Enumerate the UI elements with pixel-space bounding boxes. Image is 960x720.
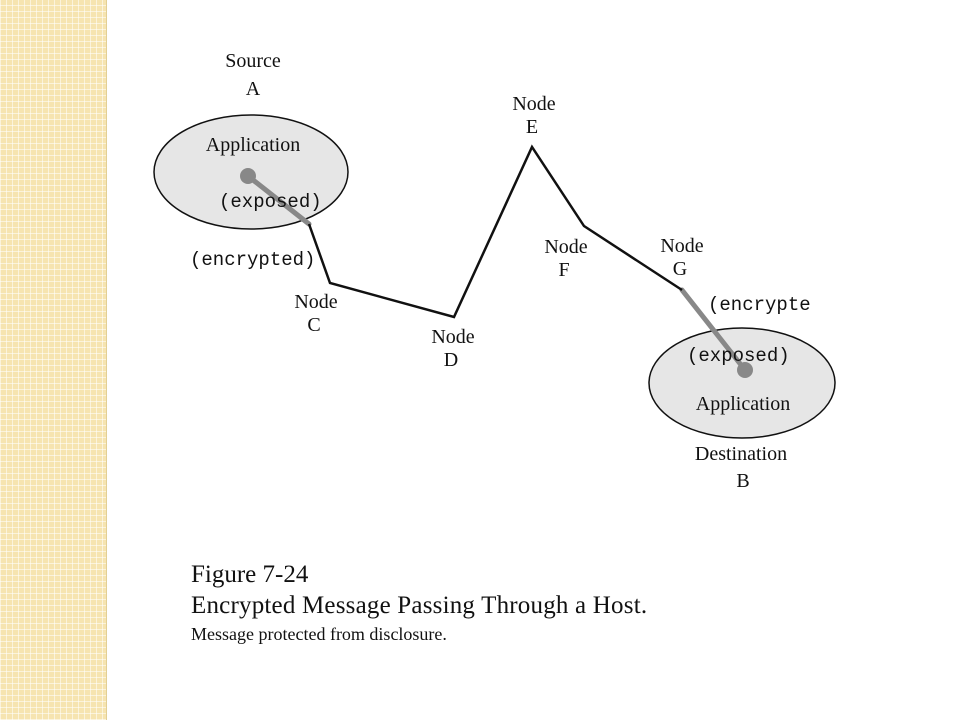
- figure-subtitle: Message protected from disclosure.: [191, 624, 447, 644]
- node-g-word: Node: [660, 235, 703, 257]
- destination-label: Destination: [695, 443, 787, 465]
- source-endpoint-dot: [240, 168, 256, 184]
- source-exposed-segment: [245, 173, 312, 227]
- node-e-letter: E: [526, 116, 538, 138]
- node-g-letter: G: [673, 258, 687, 280]
- node-d-word: Node: [431, 326, 474, 348]
- node-c-word: Node: [294, 291, 337, 313]
- encrypted-path-line: [307, 144, 683, 319]
- source-application-label: Application: [206, 134, 300, 156]
- destination-letter: B: [736, 470, 749, 492]
- destination-exposed-segment: [679, 287, 748, 373]
- source-letter: A: [246, 78, 261, 100]
- decorative-sidebar: [0, 0, 107, 720]
- node-c-letter: C: [307, 314, 320, 336]
- encrypted-label-source-side: (encrypted): [190, 249, 315, 271]
- destination-endpoint-dot: [737, 362, 753, 378]
- figure-caption: Figure 7-24 Encrypted Message Passing Th…: [191, 560, 647, 646]
- figure-number: Figure 7-24: [191, 561, 309, 588]
- figure-title: Encrypted Message Passing Through a Host…: [191, 592, 648, 619]
- node-f-letter: F: [558, 259, 569, 281]
- node-f-word: Node: [544, 236, 587, 258]
- destination-exposed-label: (exposed): [687, 345, 790, 367]
- source-exposed-label: (exposed): [219, 191, 322, 213]
- encrypted-label-destination-side: (encrypte: [708, 294, 811, 316]
- node-e-word: Node: [512, 93, 555, 115]
- source-label: Source: [225, 50, 281, 72]
- destination-application-ellipse: [648, 327, 836, 439]
- node-d-letter: D: [444, 349, 458, 371]
- destination-application-label: Application: [696, 393, 790, 415]
